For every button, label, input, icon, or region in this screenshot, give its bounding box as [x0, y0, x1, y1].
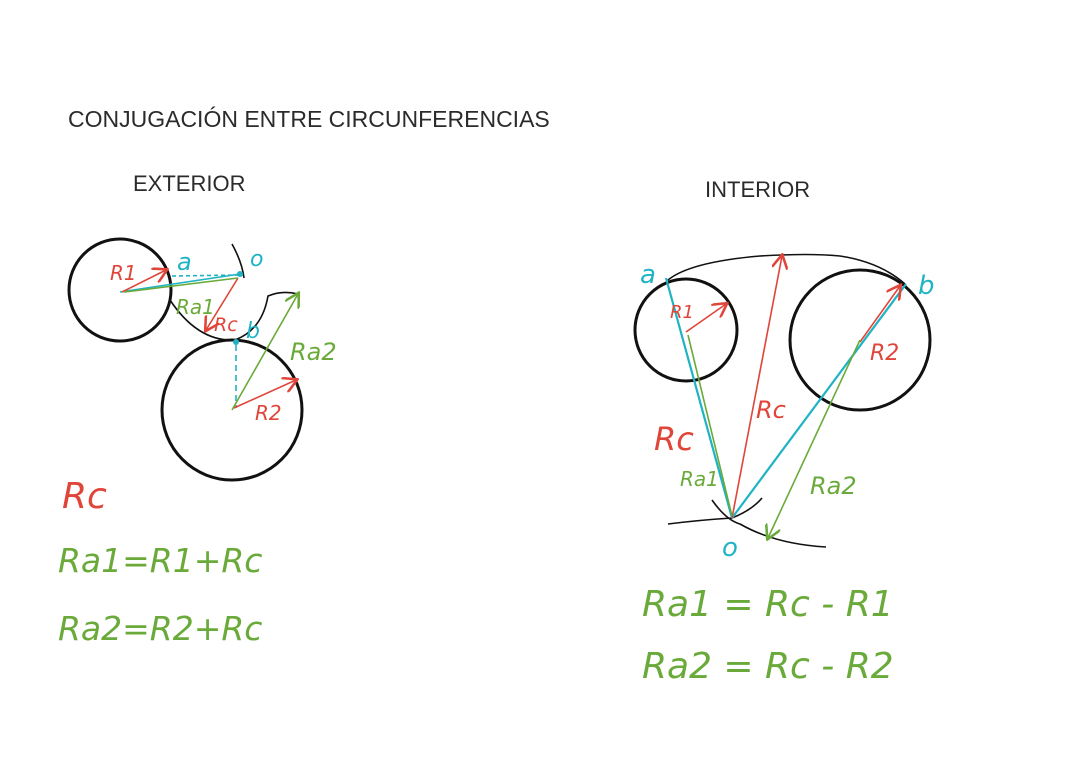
interior-tangent-arc	[667, 253, 906, 285]
interior-radius-ra1	[687, 334, 733, 517]
exterior-tangent-arc	[169, 291, 299, 341]
interior-label-ra1: Ra1	[680, 467, 719, 491]
interior-label-r1: R1	[670, 302, 694, 323]
interior-label-a: a	[640, 260, 656, 290]
interior-label-o: o	[722, 533, 738, 563]
interior-arc-bottom-left	[667, 497, 763, 525]
interior-formula-ra1: Ra1 = Rc - R1	[642, 584, 894, 625]
exterior-label-b: b	[246, 319, 260, 344]
interior-radius-r2	[859, 286, 900, 343]
interior-formula-ra2: Ra2 = Rc - R2	[642, 646, 894, 687]
exterior-label-ra2: Ra2	[290, 338, 337, 366]
exterior-radius-r1	[121, 270, 166, 293]
exterior-line-center-o	[119, 273, 241, 293]
exterior-figure: R1 a o Ra1 Rc b Ra2 R2 Rc Ra1=R1+Rc Ra2=…	[58, 237, 337, 648]
exterior-label-o: o	[250, 247, 263, 272]
interior-circle-1	[633, 277, 739, 383]
interior-label-b: b	[918, 271, 935, 301]
exterior-label-r1: R1	[110, 261, 137, 285]
interior-label-rc-side: Rc	[654, 420, 694, 458]
exterior-label-ra1: Ra1	[176, 295, 215, 319]
exterior-radius-ra2	[231, 294, 298, 411]
interior-heading: INTERIOR	[705, 177, 811, 202]
exterior-radius-rc	[206, 277, 239, 330]
interior-label-rc: Rc	[756, 396, 786, 424]
exterior-formula-ra2: Ra2=R2+Rc	[58, 609, 262, 648]
interior-radius-rc	[731, 256, 782, 519]
exterior-heading: EXTERIOR	[133, 171, 246, 196]
exterior-label-rc: Rc	[214, 314, 238, 336]
exterior-radius-r2	[233, 380, 296, 409]
exterior-arc-top	[231, 243, 245, 279]
interior-label-ra2: Ra2	[810, 472, 857, 500]
exterior-formula-ra1: Ra1=R1+Rc	[58, 541, 262, 580]
page-title: CONJUGACIÓN ENTRE CIRCUNFERENCIAS	[68, 106, 550, 132]
exterior-radius-ra1	[123, 277, 239, 293]
interior-figure: a b R1 R2 Rc Rc Ra1 Ra2 o Ra1 = Rc - R1 …	[633, 253, 935, 687]
exterior-label-r2: R2	[255, 401, 282, 425]
interior-radius-r1	[685, 304, 726, 333]
interior-line-o-a	[664, 277, 734, 519]
exterior-point-b	[233, 339, 239, 345]
interior-label-r2: R2	[870, 341, 899, 366]
interior-radius-ra2	[768, 339, 861, 538]
interior-circle-2	[788, 268, 932, 412]
exterior-formula-rc: Rc	[62, 476, 107, 517]
interior-line-o-b	[731, 283, 907, 519]
interior-arc-bottom-right	[711, 499, 827, 548]
exterior-circle-1	[67, 237, 173, 343]
exterior-label-a: a	[177, 248, 192, 276]
